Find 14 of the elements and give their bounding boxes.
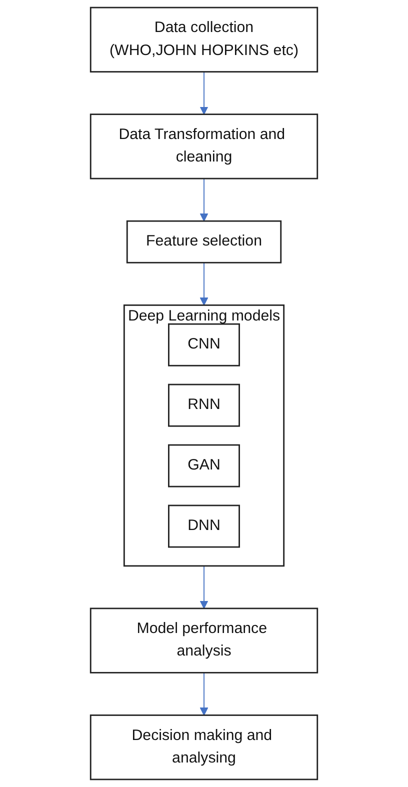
arrow <box>200 178 208 222</box>
node-box: Data Transformation and cleaning <box>90 114 318 180</box>
arrow <box>200 672 208 716</box>
arrow <box>200 71 208 115</box>
node-box: Model performance analysis <box>90 608 318 674</box>
node-box: GAN <box>168 444 240 488</box>
node-box: Feature selection <box>126 220 282 264</box>
node-box: Data collection (WHO,JOHN HOPKINS etc) <box>90 6 318 73</box>
arrow <box>200 262 208 306</box>
arrow <box>200 565 208 609</box>
node-box: CNN <box>168 323 240 366</box>
node-box: DNN <box>168 504 240 548</box>
node-box: RNN <box>168 384 240 427</box>
node-box: Decision making and analysing <box>90 714 318 780</box>
